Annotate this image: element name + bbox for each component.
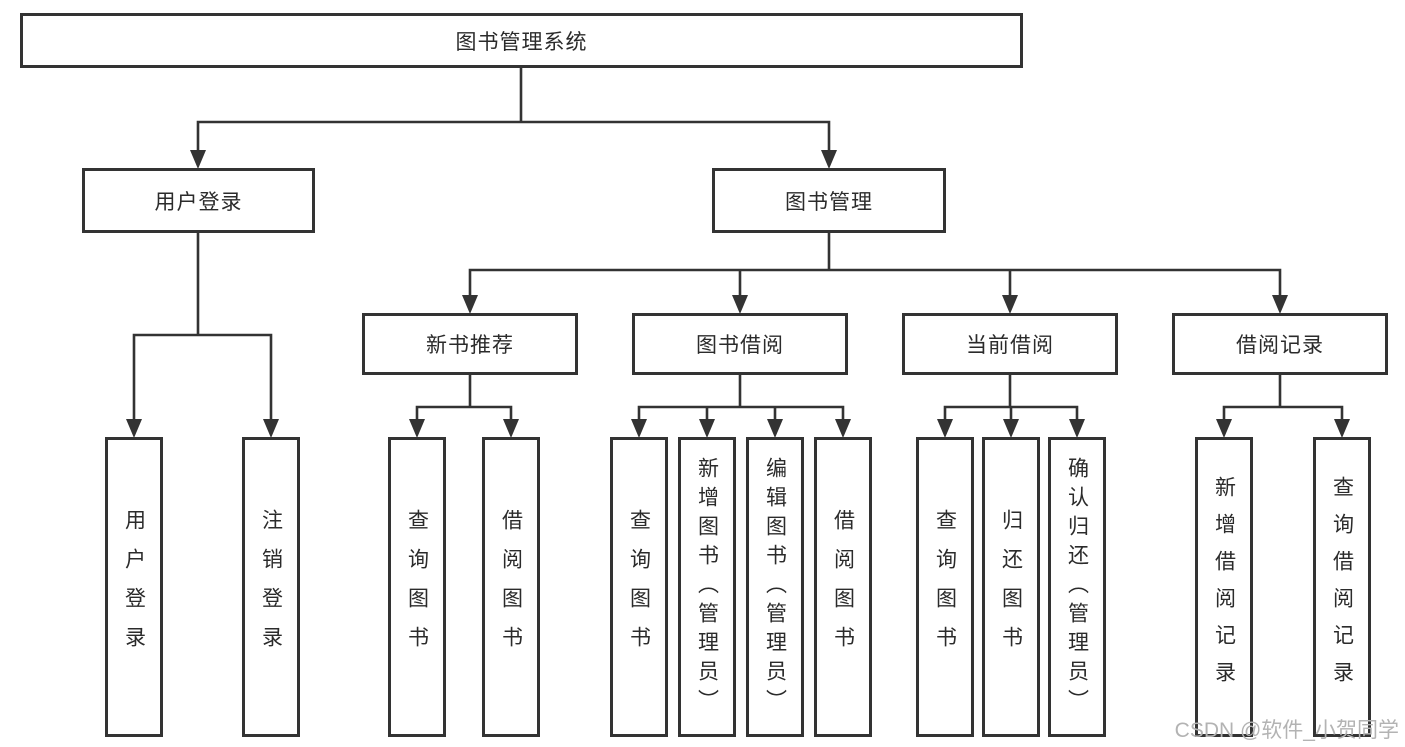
node-label: 查询图书 xyxy=(627,509,651,665)
leaf-query-borrow-record: 查询借阅记录 xyxy=(1313,437,1371,737)
csdn-watermark: CSDN @软件_小贺同学 xyxy=(1174,719,1399,742)
leaf-return-book: 归还图书 xyxy=(982,437,1040,737)
leaf-query-book: 查询图书 xyxy=(916,437,974,737)
node-label: 图书借阅 xyxy=(696,334,784,357)
node-current-borrow: 当前借阅 xyxy=(902,313,1118,375)
node-label: 归还图书 xyxy=(999,509,1023,665)
node-label: 新增借阅记录 xyxy=(1212,476,1236,698)
node-user-login: 用户登录 xyxy=(82,168,315,233)
leaf-edit-book-admin: 编辑图书（管理员） xyxy=(746,437,804,737)
node-label: 注销登录 xyxy=(259,509,283,665)
node-label: 借阅记录 xyxy=(1236,334,1324,357)
leaf-query-book: 查询图书 xyxy=(388,437,446,737)
node-label: 查询图书 xyxy=(405,509,429,665)
node-library-management-system: 图书管理系统 xyxy=(20,13,1023,68)
node-label: 当前借阅 xyxy=(966,334,1054,357)
node-label: 查询借阅记录 xyxy=(1330,476,1354,698)
node-label: 图书管理系统 xyxy=(455,30,588,54)
leaf-logout: 注销登录 xyxy=(242,437,300,737)
node-label: 用户登录 xyxy=(122,509,146,665)
node-label: 借阅图书 xyxy=(831,509,855,665)
node-label: 编辑图书（管理员） xyxy=(763,456,787,718)
node-new-book-recommend: 新书推荐 xyxy=(362,313,578,375)
node-label: 新书推荐 xyxy=(426,334,514,357)
node-label: 查询图书 xyxy=(933,509,957,665)
leaf-add-book-admin: 新增图书（管理员） xyxy=(678,437,736,737)
leaf-user-login: 用户登录 xyxy=(105,437,163,737)
node-book-management: 图书管理 xyxy=(712,168,946,233)
leaf-query-book: 查询图书 xyxy=(610,437,668,737)
node-borrow-record: 借阅记录 xyxy=(1172,313,1388,375)
node-label: 确认归还（管理员） xyxy=(1065,456,1089,718)
leaf-add-borrow-record: 新增借阅记录 xyxy=(1195,437,1253,737)
node-label: 图书管理 xyxy=(785,190,873,214)
leaf-borrow-book: 借阅图书 xyxy=(814,437,872,737)
leaf-confirm-return-admin: 确认归还（管理员） xyxy=(1048,437,1106,737)
node-label: 借阅图书 xyxy=(499,509,523,665)
leaf-borrow-book: 借阅图书 xyxy=(482,437,540,737)
node-label: 用户登录 xyxy=(154,190,243,214)
node-label: 新增图书（管理员） xyxy=(695,456,719,718)
node-book-borrow: 图书借阅 xyxy=(632,313,848,375)
